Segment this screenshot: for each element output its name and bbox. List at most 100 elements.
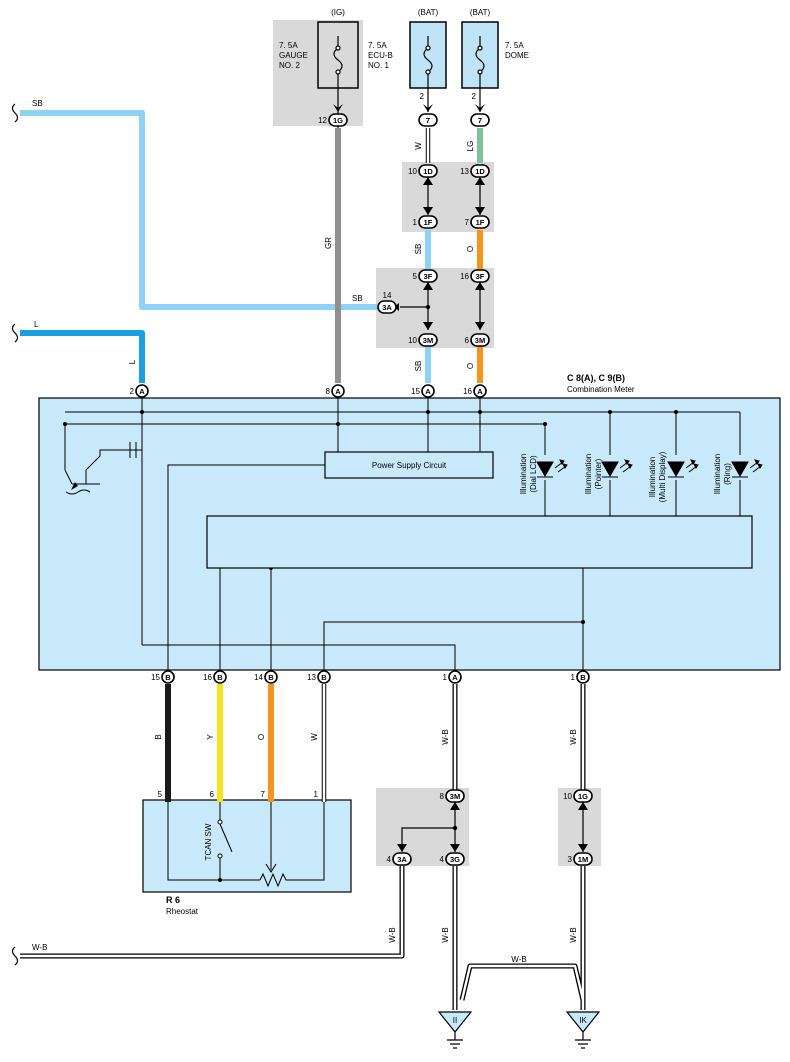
conn-3m-ground: 3M <box>450 792 460 801</box>
rheostat-box <box>142 799 352 893</box>
meter-pin-b-16-num: 16 <box>203 673 212 682</box>
tcan-switch-blade <box>219 823 233 853</box>
pin-3-1m: 3 <box>568 855 573 864</box>
conn-3f-sb: 3F <box>424 272 433 281</box>
label-sb-mid: SB <box>352 294 363 303</box>
meter-pin-a-16-num: 16 <box>463 387 472 396</box>
meter-pin-b-14-num: 14 <box>254 673 263 682</box>
label-wb-1a: W-B <box>441 729 450 744</box>
meter-pin-b-15-conn: B <box>165 673 171 682</box>
conn-3g-ground: 3G <box>450 855 460 864</box>
pin-10-1d: 10 <box>408 167 417 176</box>
conn-3a-ground: 3A <box>397 855 407 864</box>
pin-2-ecu: 2 <box>420 92 425 101</box>
meter-pin-b-1-num: 1 <box>571 673 576 682</box>
meter-pin-b-15-num: 15 <box>151 673 160 682</box>
fuse-gauge-source: (IG) <box>331 8 345 17</box>
label-wb-3g: W-B <box>441 927 450 942</box>
connector-ovals <box>135 113 593 866</box>
svg-text:(Pointer): (Pointer) <box>594 458 603 489</box>
label-lg-top: LG <box>466 141 475 152</box>
meter-pin-a-15-conn: A <box>425 387 431 396</box>
label-l-vert: L <box>128 359 137 364</box>
conn-3a-sb: 3A <box>382 303 392 312</box>
fuse-gauge-name1: GAUGE <box>279 51 308 60</box>
pin-10-1g: 10 <box>563 792 572 801</box>
label-o-1f: O <box>466 246 475 252</box>
fuse-dome-name1: DOME <box>505 51 529 60</box>
power-supply-circuit-label: Power Supply Circuit <box>372 461 447 470</box>
pin-5-3f: 5 <box>413 272 418 281</box>
led-ring <box>731 459 763 478</box>
label-sb-3m: SB <box>414 361 423 372</box>
fuse-dome-rating: 7. 5A <box>505 41 524 50</box>
ground-ii-label: II <box>453 1016 457 1025</box>
pin-7-1f: 7 <box>465 218 470 227</box>
pin-10-3m: 10 <box>408 336 417 345</box>
power-supply-circuit <box>324 451 494 479</box>
meter-pin-a-15-num: 15 <box>411 387 420 396</box>
svg-text:Illumination: Illumination <box>584 454 593 494</box>
illumination-leds <box>536 459 763 478</box>
label-y-r6: Y <box>206 734 215 740</box>
led-pointer <box>601 459 633 478</box>
meter-pin-a-2-num: 2 <box>130 387 135 396</box>
meter-pin-a-1-num: 1 <box>443 673 448 682</box>
pin-8-3m: 8 <box>440 792 445 801</box>
pin-4-3a: 4 <box>387 855 392 864</box>
fuse-gauge-rating: 7. 5A <box>279 41 298 50</box>
meter-pin-b-1-conn: B <box>580 673 586 682</box>
rheostat-ref: R 6 <box>166 895 180 905</box>
meter-pin-b-13-conn: B <box>321 673 327 682</box>
label-o-r6: O <box>257 734 266 740</box>
svg-text:Illumination: Illumination <box>648 457 657 497</box>
label-o-3m: O <box>466 363 475 369</box>
tcan-sw-label: TCAN SW <box>204 823 213 860</box>
ground-symbols <box>437 1011 601 1049</box>
meter-pin-a-8-num: 8 <box>326 387 331 396</box>
conn-1f-ecu: 1F <box>424 218 433 227</box>
r6-pin-5: 5 <box>158 790 163 799</box>
meter-control-block <box>206 515 753 569</box>
fuse-ecu-name2: NO. 1 <box>368 61 389 70</box>
meter-pin-a-2-conn: A <box>139 387 145 396</box>
r6-pin-6: 6 <box>210 790 215 799</box>
illum-label-ring: Illumination (Ring) <box>713 454 732 494</box>
fuse-ecu-source: (BAT) <box>418 8 439 17</box>
label-sb-1f: SB <box>414 244 423 255</box>
pin-13-1d: 13 <box>460 167 469 176</box>
pin-4-3g: 4 <box>440 855 445 864</box>
wb-wires <box>20 684 586 1010</box>
transistor-emitter-arrow <box>71 482 78 490</box>
ground-ik-label: IK <box>579 1016 587 1025</box>
conn-1m-ground: 1M <box>578 855 588 864</box>
pin-14-3a: 14 <box>383 291 392 300</box>
fuse-ecu-rating: 7. 5A <box>368 41 387 50</box>
pin-6-3m: 6 <box>465 336 470 345</box>
conn-3m-sb: 3M <box>423 336 433 345</box>
meter-pin-b-14-conn: B <box>268 673 274 682</box>
led-multi-display <box>667 459 699 478</box>
label-b-r6: B <box>154 734 163 739</box>
conn-7-ecu: 7 <box>426 116 430 125</box>
fuse-ecu-name1: ECU-B <box>368 51 393 60</box>
colored-wires <box>20 110 483 802</box>
svg-text:(Ring): (Ring) <box>723 463 732 485</box>
rheostat-name: Rheostat <box>166 907 199 916</box>
led-dial-lcd <box>536 459 568 478</box>
pin-12: 12 <box>318 116 327 125</box>
label-wb-left: W-B <box>32 943 47 952</box>
meter-pin-b-16-conn: B <box>217 673 223 682</box>
fuse-symbols <box>333 36 485 128</box>
label-wb-ground: W-B <box>511 955 526 964</box>
meter-pin-a-8-conn: A <box>335 387 341 396</box>
conn-1d-dome: 1D <box>475 167 485 176</box>
conn-3f-o: 3F <box>476 272 485 281</box>
label-l-left: L <box>34 320 39 329</box>
label-w-r6: W <box>310 733 319 741</box>
label-gr: GR <box>324 237 333 249</box>
illum-label-multi-display: Illumination (Multi Display) <box>648 451 667 502</box>
pin-16-3f: 16 <box>460 272 469 281</box>
r6-pin-1: 1 <box>314 790 319 799</box>
